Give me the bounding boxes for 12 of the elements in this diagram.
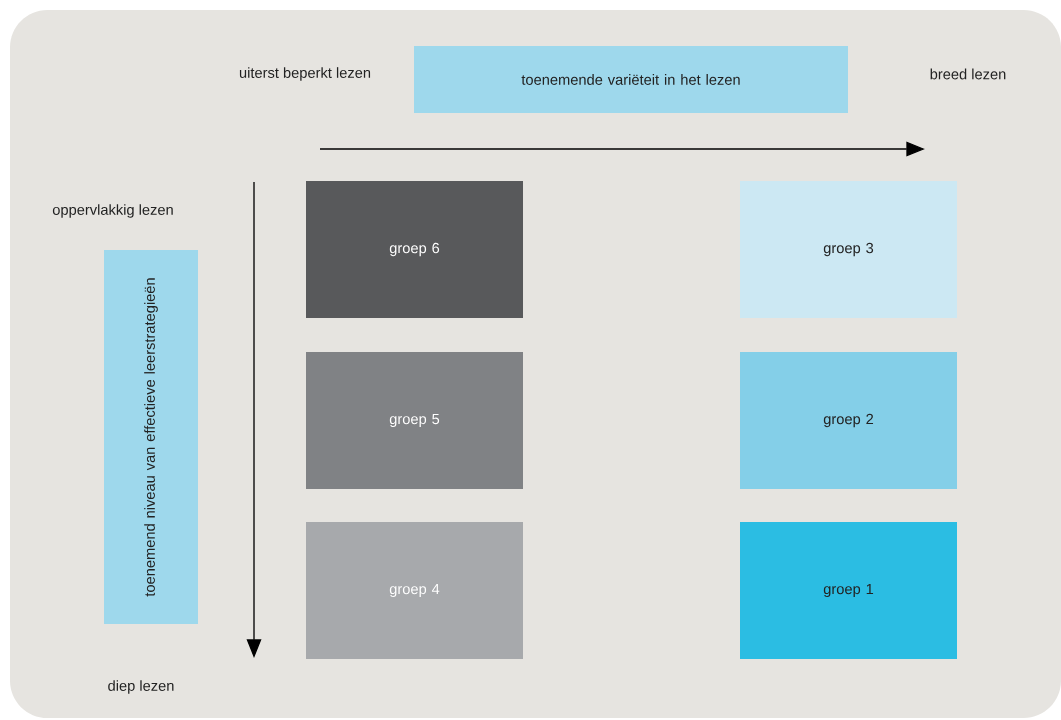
group-box: groep 2 xyxy=(740,352,957,489)
group-box: groep 6 xyxy=(306,181,523,318)
axis-label: uiterst beperkt lezen xyxy=(239,67,371,81)
axis-label: diep lezen xyxy=(108,680,174,694)
group-box: groep 1 xyxy=(740,522,957,659)
group-box: groep 3 xyxy=(740,181,957,318)
group-box: groep 5 xyxy=(306,352,523,489)
heading-box: toenemende variëteit in het lezen xyxy=(414,46,848,113)
group-box: groep 4 xyxy=(306,522,523,659)
axis-label: oppervlakkig lezen xyxy=(52,204,173,218)
rotated-label-box: toenemend niveau van effectieve leerstrategieën xyxy=(104,250,198,624)
axis-label: breed lezen xyxy=(930,68,1006,80)
